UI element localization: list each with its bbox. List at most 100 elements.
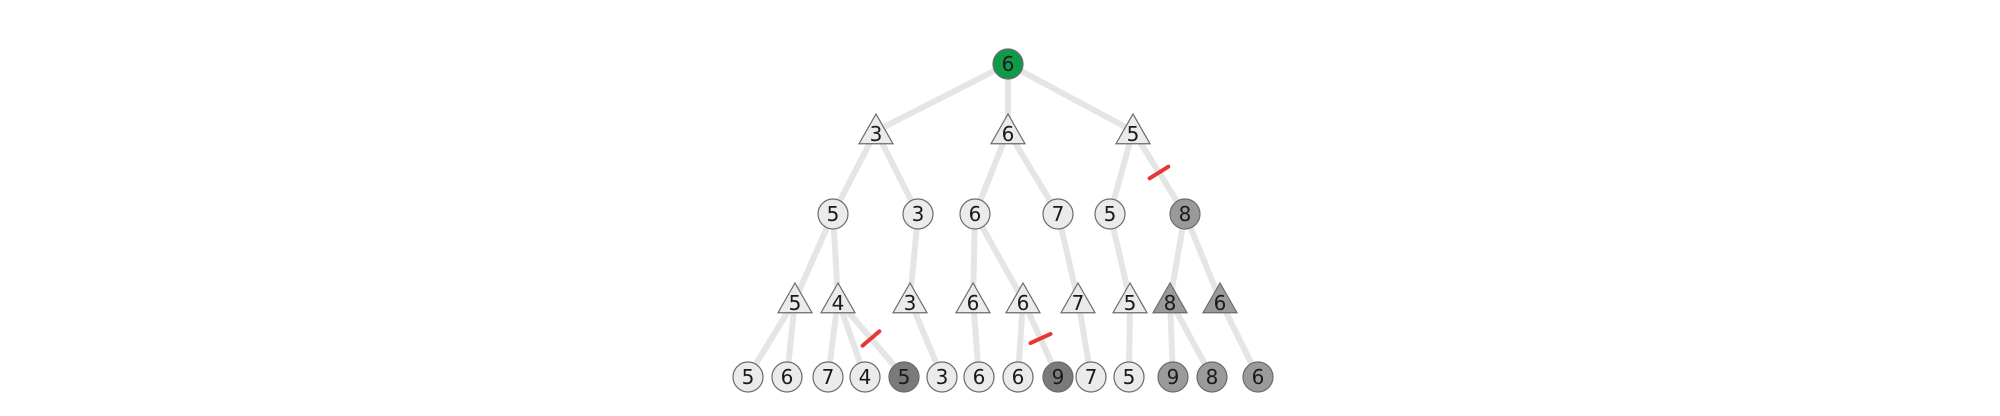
tree-edge: [792, 211, 836, 303]
tree-node-n211: 6: [954, 281, 992, 315]
tree-node-n22: 7: [1042, 198, 1074, 230]
node-circle: [849, 361, 881, 393]
tree-node-l7: 6: [963, 361, 995, 393]
node-value-label: 7: [822, 365, 835, 389]
tree-node-l11: 5: [1113, 361, 1145, 393]
node-value-label: 8: [1179, 202, 1192, 226]
node-circle: [1002, 361, 1034, 393]
node-value-label: 6: [973, 365, 986, 389]
tree-node-root: 6: [992, 48, 1024, 80]
node-circle: [1042, 361, 1074, 393]
node-triangle: [1111, 281, 1149, 314]
node-value-label: 7: [1052, 202, 1065, 226]
prune-cuts-layer: [860, 164, 1171, 348]
node-value-label: 5: [1124, 291, 1137, 315]
node-value-label: 6: [1252, 365, 1265, 389]
node-value-label: 3: [904, 291, 917, 315]
node-triangle: [1059, 281, 1097, 314]
node-value-label: 6: [1002, 122, 1015, 146]
node-circle: [771, 361, 803, 393]
node-value-label: 6: [1017, 291, 1030, 315]
node-value-label: 3: [936, 365, 949, 389]
tree-node-l10: 7: [1075, 361, 1107, 393]
node-triangle: [891, 281, 929, 314]
node-triangle: [954, 281, 992, 314]
tree-edge: [1005, 128, 1061, 217]
node-circle: [926, 361, 958, 393]
node-circle: [1157, 361, 1189, 393]
node-triangle: [1004, 281, 1042, 314]
node-value-label: 3: [912, 202, 925, 226]
node-value-label: 5: [1104, 202, 1117, 226]
node-value-label: 5: [1127, 122, 1140, 146]
tree-node-n322: 6: [1201, 281, 1239, 315]
node-value-label: 9: [1167, 365, 1180, 389]
node-circle: [963, 361, 995, 393]
node-value-label: 4: [832, 291, 845, 315]
tree-node-n32: 8: [1169, 198, 1201, 230]
node-triangle: [776, 281, 814, 314]
node-value-label: 6: [967, 291, 980, 315]
node-circle: [1169, 198, 1201, 230]
node-value-label: 5: [789, 291, 802, 315]
prune-cut-mark: [860, 329, 882, 348]
node-value-label: 6: [1214, 291, 1227, 315]
tree-edge: [972, 211, 1026, 303]
tree-node-n212: 6: [1004, 281, 1042, 315]
tree-node-n311: 5: [1111, 281, 1149, 315]
node-triangle: [1114, 112, 1152, 145]
node-value-label: 8: [1164, 291, 1177, 315]
tree-node-n11: 5: [817, 198, 849, 230]
node-circle: [812, 361, 844, 393]
tree-node-l1: 5: [732, 361, 764, 393]
tree-node-n112: 4: [819, 281, 857, 315]
tree-node-n111: 5: [776, 281, 814, 315]
node-value-label: 5: [742, 365, 755, 389]
node-triangle: [989, 112, 1027, 145]
node-triangle: [1151, 281, 1189, 314]
node-value-label: 6: [1002, 52, 1015, 76]
node-value-label: 7: [1085, 365, 1098, 389]
node-circle: [732, 361, 764, 393]
node-circle: [888, 361, 920, 393]
tree-node-n221: 7: [1059, 281, 1097, 315]
node-circle: [1113, 361, 1145, 393]
node-value-label: 9: [1052, 365, 1065, 389]
tree-edge: [873, 61, 1011, 134]
tree-node-l5: 5: [888, 361, 920, 393]
tree-node-n3: 5: [1114, 112, 1152, 146]
tree-node-l4: 4: [849, 361, 881, 393]
tree-node-l14: 6: [1242, 361, 1274, 393]
prune-cut-mark: [1028, 331, 1053, 346]
tree-node-n1: 3: [857, 112, 895, 146]
tree-node-n31: 5: [1094, 198, 1126, 230]
node-triangle: [1201, 281, 1239, 314]
node-circle: [959, 198, 991, 230]
node-circle: [992, 48, 1024, 80]
node-circle: [1075, 361, 1107, 393]
node-value-label: 7: [1072, 291, 1085, 315]
tree-node-n321: 8: [1151, 281, 1189, 315]
node-circle: [1196, 361, 1228, 393]
node-value-label: 5: [898, 365, 911, 389]
node-value-label: 6: [969, 202, 982, 226]
node-value-label: 6: [1012, 365, 1025, 389]
node-value-label: 8: [1206, 365, 1219, 389]
node-circle: [902, 198, 934, 230]
node-circle: [1042, 198, 1074, 230]
tree-node-l8: 6: [1002, 361, 1034, 393]
node-value-label: 5: [1123, 365, 1136, 389]
node-circle: [1094, 198, 1126, 230]
prune-cut-mark: [1147, 164, 1171, 181]
tree-node-l9: 9: [1042, 361, 1074, 393]
tree-node-n121: 3: [891, 281, 929, 315]
tree-node-l13: 8: [1196, 361, 1228, 393]
node-circle: [817, 198, 849, 230]
node-value-label: 6: [781, 365, 794, 389]
node-value-label: 5: [827, 202, 840, 226]
node-circle: [1242, 361, 1274, 393]
tree-node-n21: 6: [959, 198, 991, 230]
tree-node-n12: 3: [902, 198, 934, 230]
